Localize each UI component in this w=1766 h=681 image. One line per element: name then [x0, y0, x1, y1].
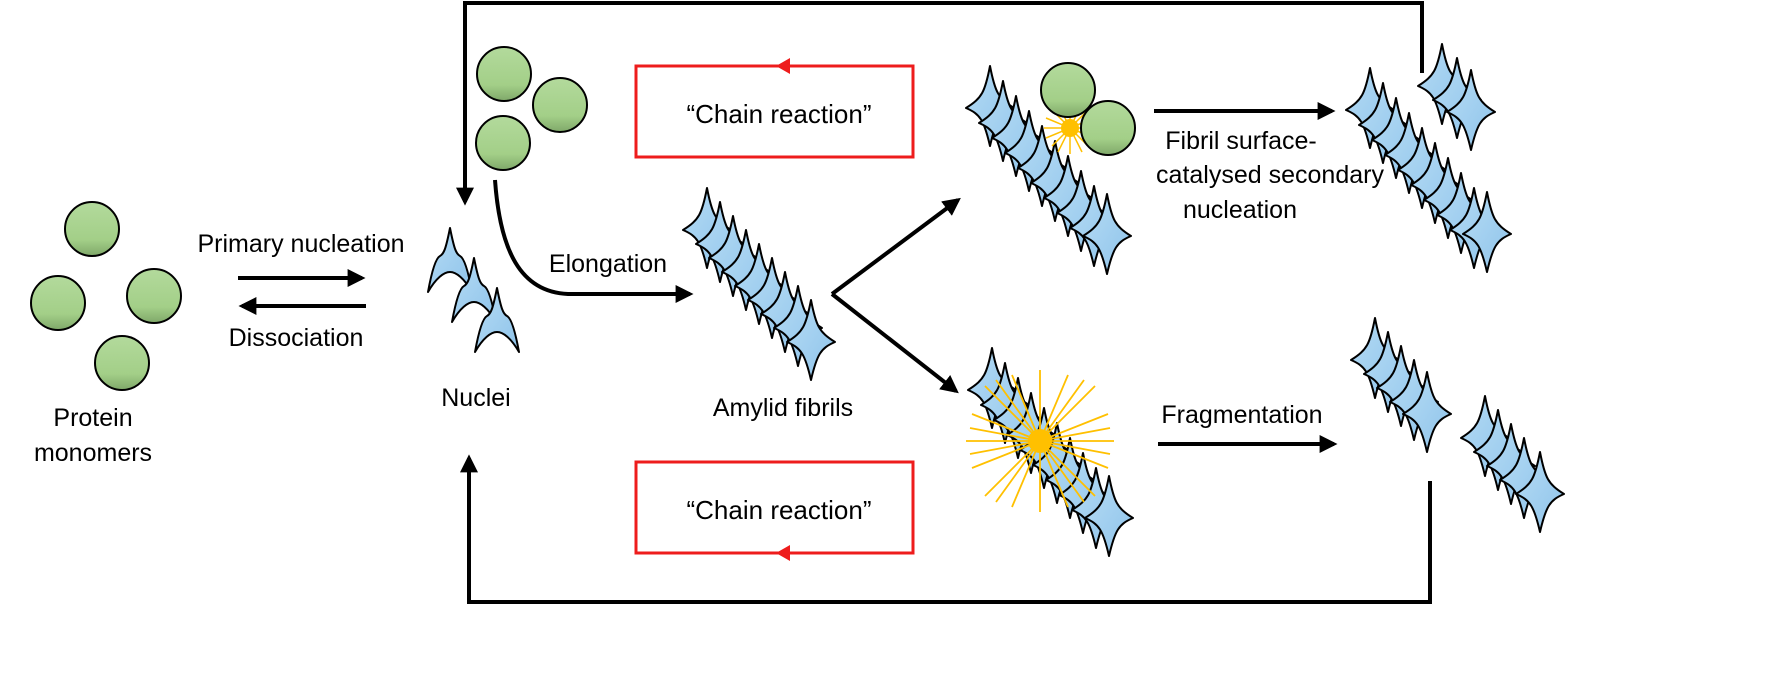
- new-nucleus: [1417, 43, 1496, 151]
- monomer-circle: [532, 77, 588, 133]
- amyloid-fibril: [682, 187, 836, 381]
- elongation-arrow: [493, 179, 694, 303]
- to-fragmentation-arrow: [830, 292, 959, 394]
- protein-monomers-label-line2: monomers: [34, 439, 152, 467]
- chain-reaction-label-bottom: “Chain reaction”: [687, 495, 872, 525]
- fragment-fibril-2: [1460, 395, 1565, 533]
- chain-reaction-arrowhead-bottom: [776, 545, 790, 561]
- free-monomers-cluster: [475, 46, 588, 171]
- large-burst: [966, 370, 1114, 512]
- to-secondary-nucleation-arrow: [830, 197, 961, 296]
- dissociation-label: Dissociation: [229, 324, 364, 352]
- fragmentation-label: Fragmentation: [1161, 401, 1322, 429]
- monomer-circle: [476, 46, 532, 102]
- monomer-circle: [1040, 62, 1096, 118]
- nuclei-label: Nuclei: [441, 384, 510, 412]
- chain-reaction-label-top: “Chain reaction”: [687, 99, 872, 129]
- protein-monomers-label-line1: Protein: [53, 404, 132, 432]
- monomer-circle: [30, 275, 86, 331]
- primary-nucleation-label: Primary nucleation: [197, 230, 404, 258]
- monomer-circle: [1080, 100, 1136, 156]
- elongation-label: Elongation: [549, 250, 667, 278]
- nuclei-shapes: [427, 227, 520, 353]
- monomer-circle: [94, 335, 150, 391]
- fragment-fibril-1: [1350, 317, 1452, 453]
- chain-reaction-box-bottom: “Chain reaction”: [634, 460, 915, 561]
- chain-reaction-arrowhead-top: [776, 58, 790, 74]
- top-feedback-loop-arrow: [456, 1, 1424, 206]
- secondary-nucleation-label-line2: catalysed secondary: [1156, 161, 1384, 189]
- monomer-circle: [475, 115, 531, 171]
- monomer-circle: [64, 201, 120, 257]
- secondary-nucleation-label-line1: Fibril surface-: [1165, 127, 1316, 155]
- monomer-circle: [126, 268, 182, 324]
- bottom-feedback-loop-arrow: [460, 454, 1432, 604]
- chain-reaction-box-top: “Chain reaction”: [634, 58, 915, 159]
- protein-monomers-group: [30, 201, 182, 391]
- amyloid-fibrils-label: Amylid fibrils: [713, 394, 853, 422]
- secondary-nucleation-label-line3: nucleation: [1183, 196, 1297, 224]
